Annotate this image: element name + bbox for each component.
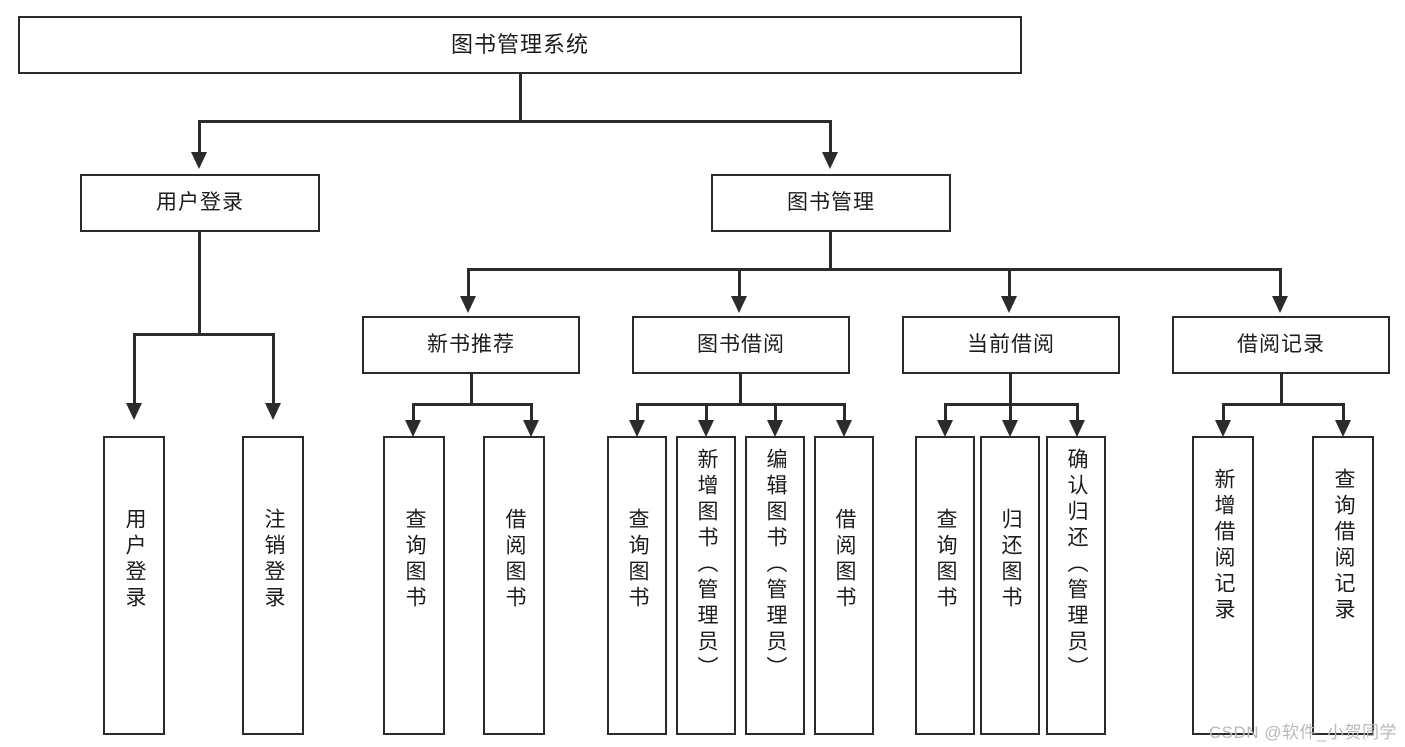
node-label: 新书推荐 xyxy=(427,332,515,356)
leaf-add-book-admin[interactable]: 新增图书（管理员） xyxy=(676,436,736,735)
leaf-query-book-current[interactable]: 查询图书 xyxy=(915,436,975,735)
watermark-text: CSDN @软件_小贺同学 xyxy=(1208,723,1397,742)
connector-book-borrow-child-2 xyxy=(705,403,708,423)
arrowhead-book-borrow-child-1 xyxy=(629,420,645,437)
connector-borrow-record-bar xyxy=(1222,403,1342,406)
arrowhead-user-login xyxy=(191,152,207,169)
connector-book-borrow-child-3 xyxy=(774,403,777,423)
node-root-system[interactable]: 图书管理系统 xyxy=(18,16,1022,74)
leaf-label: 查询图书 xyxy=(934,508,958,612)
connector-to-book-borrow xyxy=(738,268,741,298)
connector-borrow-record-stem xyxy=(1280,374,1283,405)
leaf-label: 确认归还（管理员） xyxy=(1065,448,1089,682)
connector-to-book-manage xyxy=(829,120,832,154)
connector-root-bar xyxy=(198,120,832,123)
leaf-query-borrow-record[interactable]: 查询借阅记录 xyxy=(1312,436,1374,735)
connector-to-current-borrow xyxy=(1008,268,1011,298)
arrowhead-borrow-record xyxy=(1272,296,1288,313)
arrowhead-current-borrow-child-3 xyxy=(1069,420,1085,437)
arrowhead-borrow-record-child-2 xyxy=(1335,420,1351,437)
node-user-login[interactable]: 用户登录 xyxy=(80,174,320,232)
connector-book-borrow-child-4 xyxy=(843,403,846,423)
arrowhead-book-borrow xyxy=(731,296,747,313)
connector-current-borrow-child-1 xyxy=(944,403,947,423)
arrowhead-borrow-record-child-1 xyxy=(1215,420,1231,437)
node-new-book-recommend[interactable]: 新书推荐 xyxy=(362,316,580,374)
connector-new-book-child-1 xyxy=(412,403,415,423)
connector-current-borrow-child-3 xyxy=(1076,403,1079,423)
connector-to-borrow-record xyxy=(1279,268,1282,298)
connector-new-book-stem xyxy=(470,374,473,405)
node-label: 图书管理 xyxy=(787,190,875,214)
arrowhead-new-book xyxy=(460,296,476,313)
leaf-user-login[interactable]: 用户登录 xyxy=(103,436,165,735)
leaf-borrow-book-recommend[interactable]: 借阅图书 xyxy=(483,436,545,735)
leaf-label: 新增图书（管理员） xyxy=(695,448,719,682)
connector-user-login-child-1 xyxy=(133,333,136,405)
arrowhead-current-borrow-child-1 xyxy=(937,420,953,437)
leaf-label: 用户登录 xyxy=(123,508,147,612)
leaf-label: 查询图书 xyxy=(626,508,650,612)
connector-user-login-stem xyxy=(198,232,201,335)
arrowhead-leaf-logout xyxy=(265,403,281,420)
leaf-logout[interactable]: 注销登录 xyxy=(242,436,304,735)
arrowhead-leaf-user-login xyxy=(126,403,142,420)
leaf-confirm-return-admin[interactable]: 确认归还（管理员） xyxy=(1046,436,1106,735)
connector-to-new-book xyxy=(467,268,470,298)
connector-borrow-record-child-2 xyxy=(1342,403,1345,423)
connector-to-user-login xyxy=(198,120,201,154)
connector-level3-bar xyxy=(467,268,1281,271)
connector-new-book-child-2 xyxy=(530,403,533,423)
connector-current-borrow-stem xyxy=(1009,374,1012,405)
leaf-label: 编辑图书（管理员） xyxy=(764,448,788,682)
leaf-edit-book-admin[interactable]: 编辑图书（管理员） xyxy=(745,436,805,735)
node-current-borrow[interactable]: 当前借阅 xyxy=(902,316,1120,374)
arrowhead-new-book-child-1 xyxy=(405,420,421,437)
connector-book-borrow-bar xyxy=(636,403,844,406)
leaf-label: 借阅图书 xyxy=(833,508,857,612)
arrowhead-current-borrow-child-2 xyxy=(1002,420,1018,437)
arrowhead-book-borrow-child-2 xyxy=(698,420,714,437)
connector-borrow-record-child-1 xyxy=(1222,403,1225,423)
leaf-add-borrow-record[interactable]: 新增借阅记录 xyxy=(1192,436,1254,735)
arrowhead-new-book-child-2 xyxy=(523,420,539,437)
node-book-manage[interactable]: 图书管理 xyxy=(711,174,951,232)
node-borrow-record[interactable]: 借阅记录 xyxy=(1172,316,1390,374)
node-label: 图书借阅 xyxy=(697,332,785,356)
connector-book-borrow-stem xyxy=(739,374,742,405)
leaf-label: 查询借阅记录 xyxy=(1332,468,1356,624)
arrowhead-book-manage xyxy=(822,152,838,169)
leaf-label: 注销登录 xyxy=(262,508,286,612)
leaf-label: 新增借阅记录 xyxy=(1212,468,1236,624)
arrowhead-book-borrow-child-3 xyxy=(767,420,783,437)
arrowhead-current-borrow xyxy=(1001,296,1017,313)
leaf-borrow-book[interactable]: 借阅图书 xyxy=(814,436,874,735)
connector-user-login-child-2 xyxy=(272,333,275,405)
connector-book-manage-stem xyxy=(829,232,832,270)
connector-root-stem xyxy=(519,74,522,122)
leaf-label: 归还图书 xyxy=(999,508,1023,612)
node-label: 借阅记录 xyxy=(1237,332,1325,356)
connector-book-borrow-child-1 xyxy=(636,403,639,423)
arrowhead-book-borrow-child-4 xyxy=(836,420,852,437)
leaf-query-book-borrow[interactable]: 查询图书 xyxy=(607,436,667,735)
leaf-return-book[interactable]: 归还图书 xyxy=(980,436,1040,735)
leaf-label: 借阅图书 xyxy=(503,508,527,612)
node-label: 当前借阅 xyxy=(967,332,1055,356)
leaf-query-book-recommend[interactable]: 查询图书 xyxy=(383,436,445,735)
node-book-borrow[interactable]: 图书借阅 xyxy=(632,316,850,374)
leaf-label: 查询图书 xyxy=(403,508,427,612)
node-label: 图书管理系统 xyxy=(450,32,589,58)
connector-user-login-bar xyxy=(133,333,274,336)
node-label: 用户登录 xyxy=(156,190,244,214)
connector-current-borrow-child-2 xyxy=(1009,403,1012,423)
connector-new-book-bar xyxy=(412,403,530,406)
